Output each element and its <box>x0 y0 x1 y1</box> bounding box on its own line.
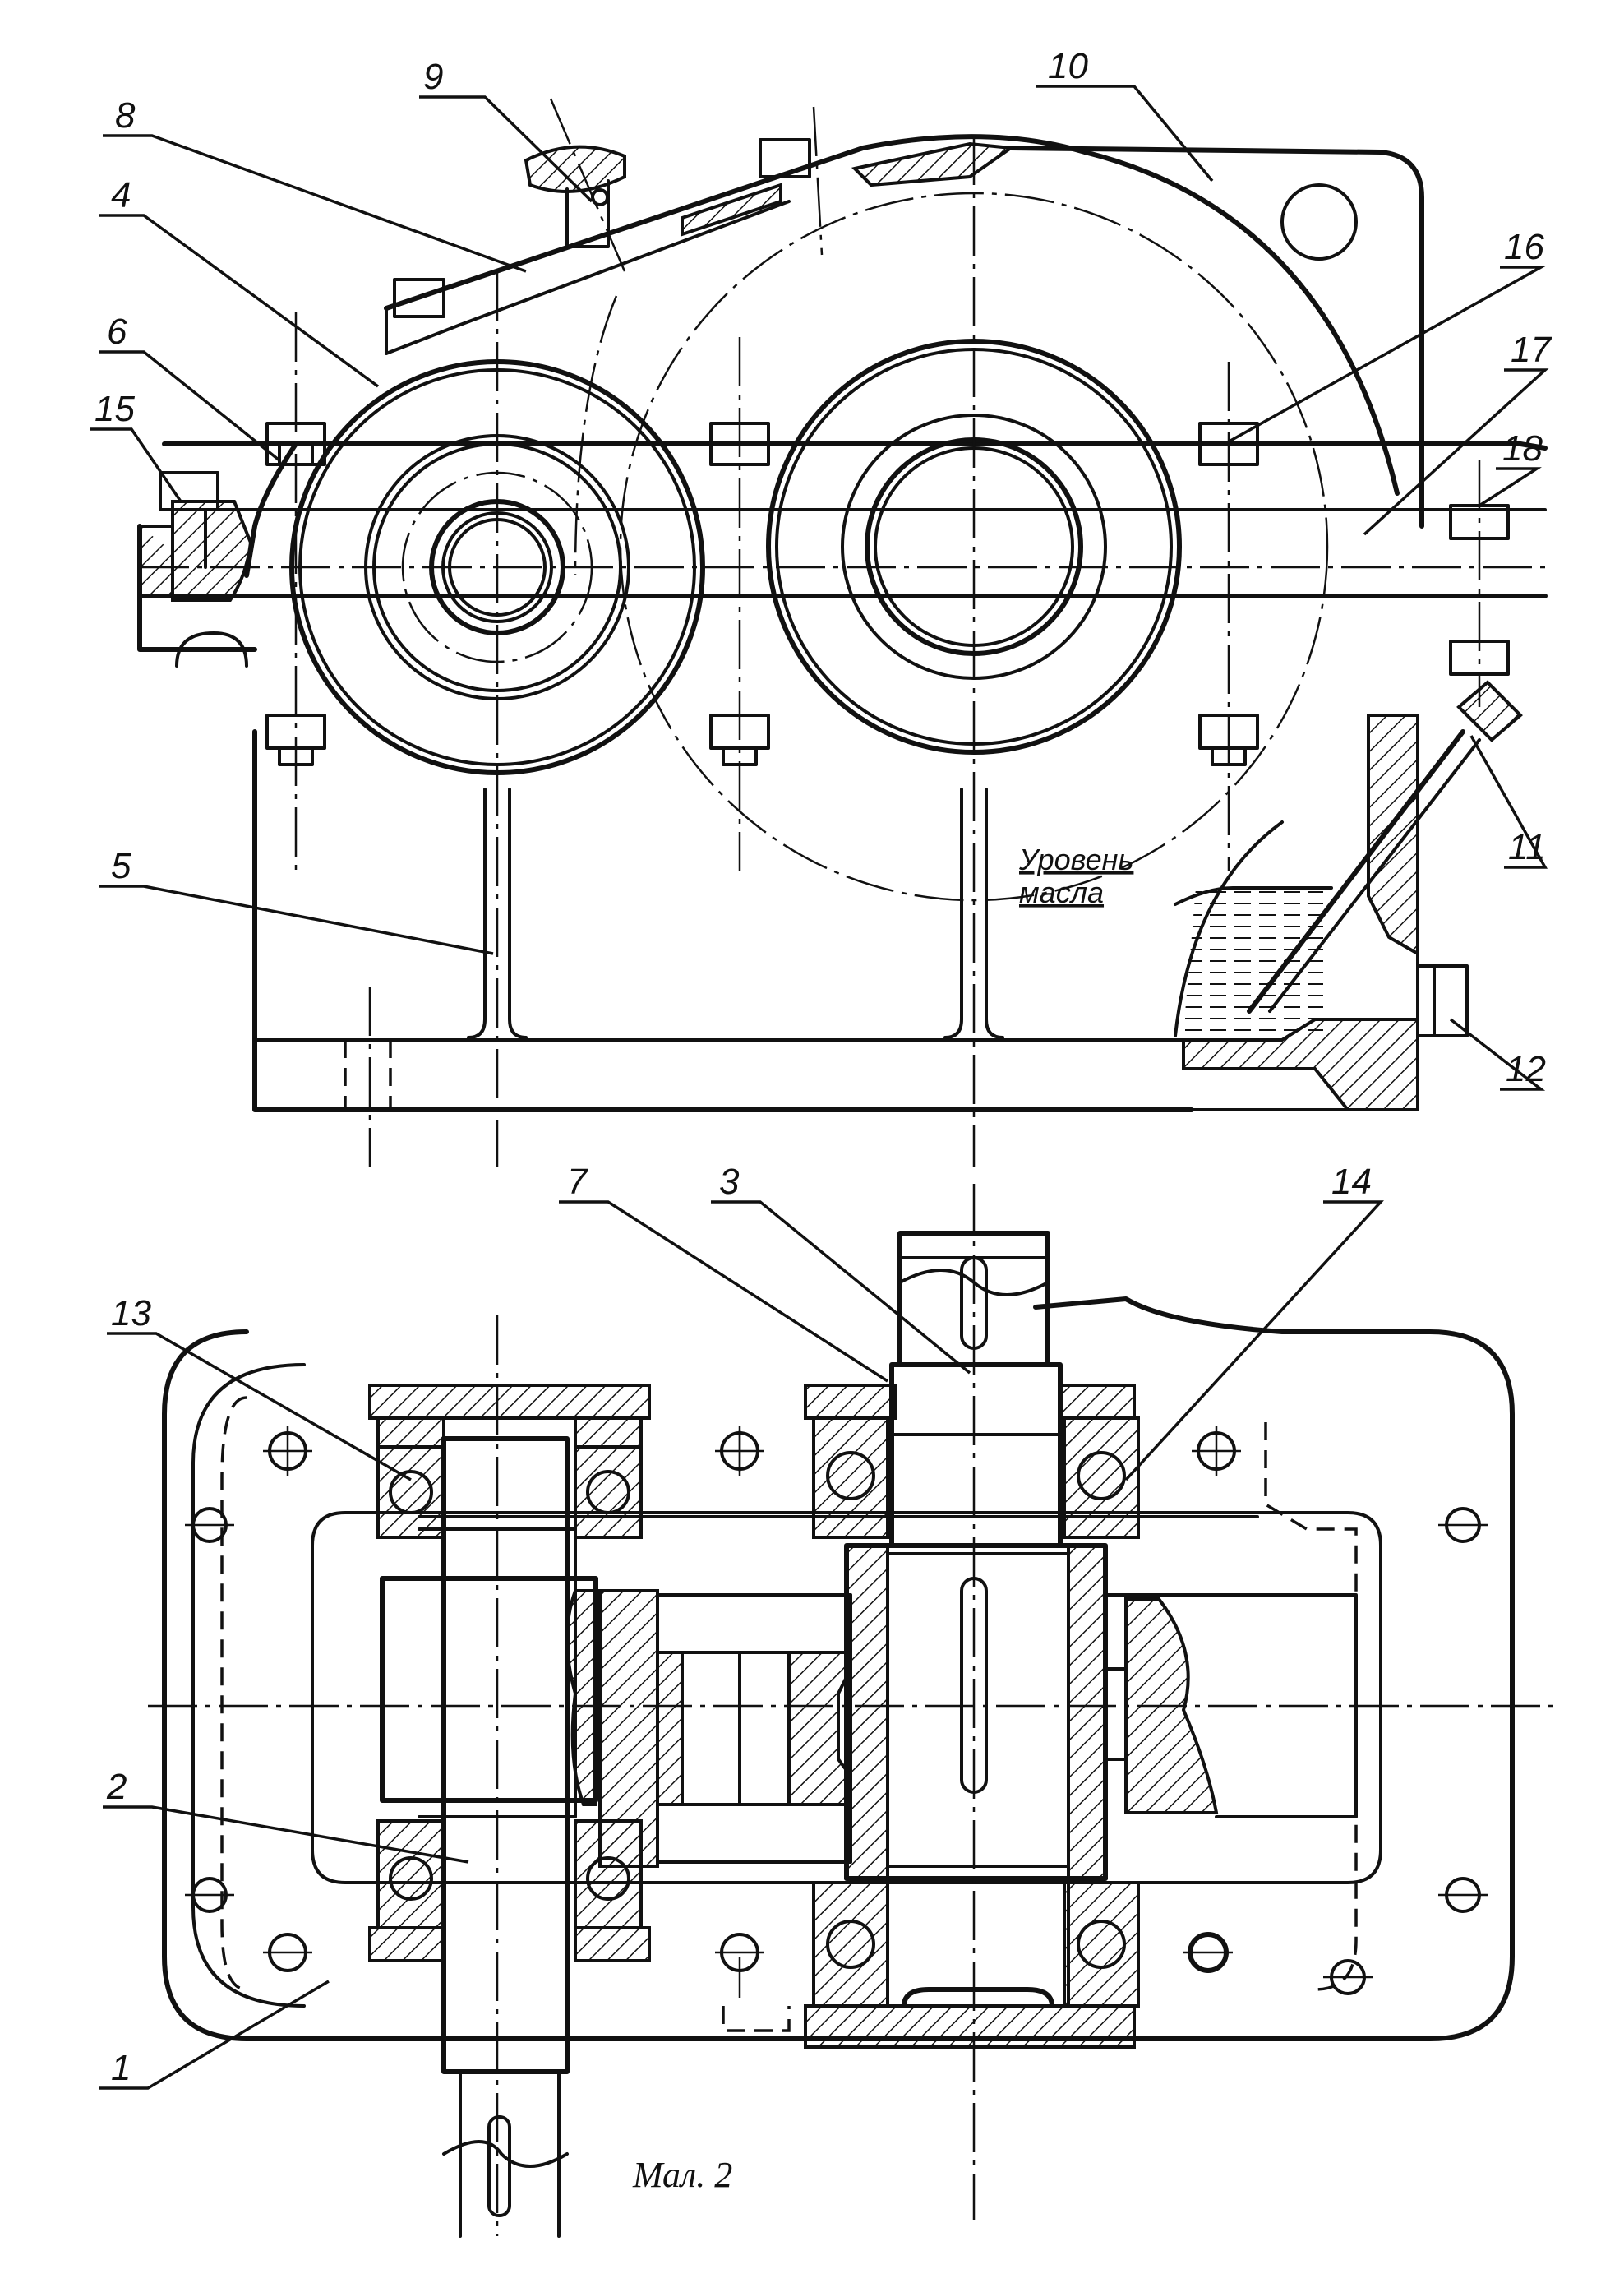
part-label-6: 6 <box>107 312 127 352</box>
housing-cover <box>137 134 1548 598</box>
part-label-5: 5 <box>111 846 131 886</box>
hex-bolt-icon <box>1198 422 1259 766</box>
dipstick-handle <box>1456 680 1523 742</box>
part-label-18: 18 <box>1502 428 1543 469</box>
flange-bolts <box>265 138 1510 766</box>
drain-plug <box>1416 964 1469 1037</box>
ball-bearing-icon <box>376 1445 445 1539</box>
part-label-2: 2 <box>106 1767 127 1807</box>
ball-bearing-icon <box>376 1819 445 1929</box>
part-label-1: 1 <box>111 2048 131 2088</box>
gear-wheel-section <box>598 1589 852 1868</box>
ball-bearing-icon <box>812 1881 889 2008</box>
part-label-7: 7 <box>567 1162 588 1202</box>
hex-bolt-icon <box>393 138 811 318</box>
part-label-17: 17 <box>1511 330 1552 370</box>
oil-level-note: Уровень масла <box>1018 843 1133 909</box>
fastening-holes <box>185 1426 1488 1995</box>
plan-view: 7 3 14 13 2 1 <box>99 1162 1553 2238</box>
hex-bolt-icon <box>265 422 326 766</box>
hex-bolt-icon <box>709 422 770 766</box>
part-label-8: 8 <box>115 95 136 136</box>
input-shaft-assembly <box>368 1384 651 2238</box>
part-label-4: 4 <box>111 175 131 215</box>
output-shaft-assembly <box>804 1231 1358 2049</box>
part-label-15: 15 <box>95 389 135 429</box>
leaders-lower: 7 3 14 13 2 1 <box>99 1162 1384 2090</box>
left-flange-section <box>137 471 257 668</box>
center-lines <box>140 136 1545 1167</box>
part-label-14: 14 <box>1331 1162 1372 1202</box>
oil-sump-section <box>1174 680 1523 1111</box>
part-label-13: 13 <box>111 1293 151 1333</box>
part-label-16: 16 <box>1504 227 1544 267</box>
ball-bearing-icon <box>1063 1881 1140 2008</box>
part-label-10: 10 <box>1048 46 1088 86</box>
leaders-upper: 9 10 8 4 16 6 17 15 18 5 11 12 <box>90 46 1552 1091</box>
part-label-3: 3 <box>719 1162 740 1202</box>
ball-bearing-icon <box>574 1445 643 1539</box>
ball-bearing-icon <box>812 1416 889 1539</box>
oil-level-label-1: Уровень <box>1018 843 1133 876</box>
part-label-11: 11 <box>1508 827 1546 867</box>
oil-level-label-2: масла <box>1019 876 1104 909</box>
part-label-9: 9 <box>423 57 443 97</box>
front-view: Уровень масла 9 10 8 4 16 6 17 15 18 5 <box>90 46 1552 1167</box>
figure-caption: Мал. 2 <box>632 2155 732 2195</box>
part-label-12: 12 <box>1506 1049 1546 1089</box>
breather-plug <box>524 98 824 272</box>
